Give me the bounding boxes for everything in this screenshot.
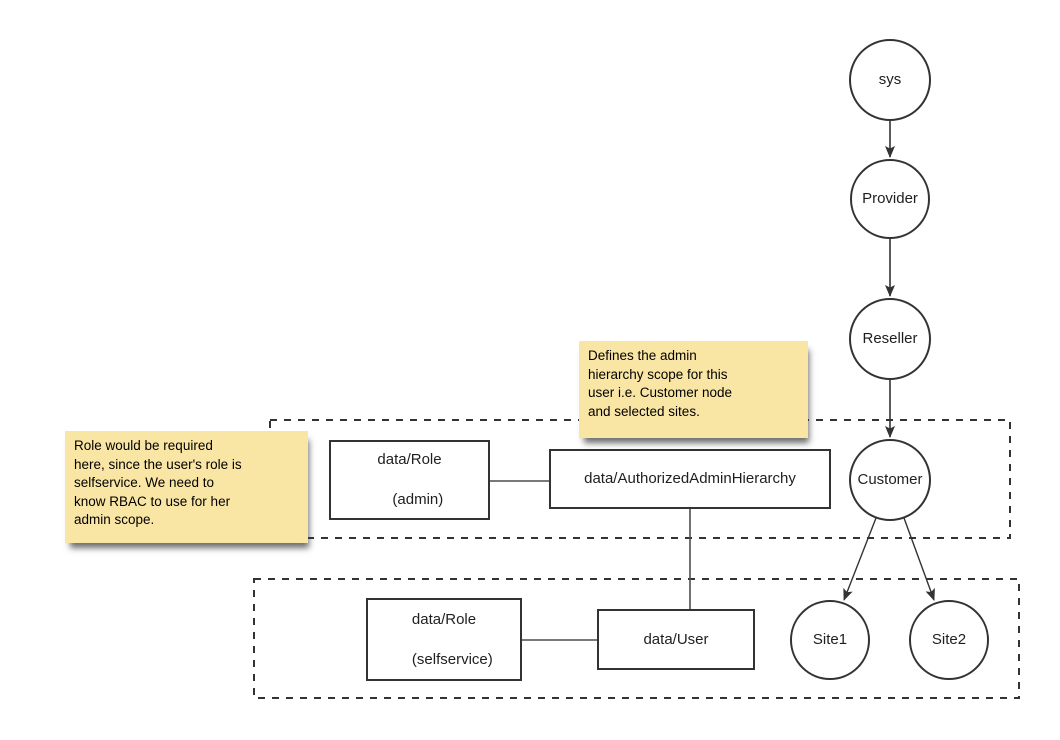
sticky-note-role-required[interactable]: Role would be required here, since the u… — [65, 431, 308, 543]
note-line: user i.e. Customer node — [588, 385, 733, 401]
node-customer-circle[interactable] — [849, 439, 931, 521]
box-authorized-admin-hierarchy[interactable] — [549, 449, 831, 509]
note-line: hierarchy scope for this — [588, 366, 728, 382]
box-user[interactable] — [597, 609, 755, 670]
edge-customer-site1 — [843, 517, 877, 601]
note-line: Role would be required — [74, 438, 213, 453]
note-line: here, since the user's role is — [74, 456, 242, 472]
box-role-admin[interactable] — [329, 440, 490, 520]
sticky-note-admin-hierarchy[interactable]: Defines the admin hierarchy scope for th… — [579, 341, 808, 438]
note-line: admin scope. — [74, 512, 155, 528]
note-line: Defines the admin — [588, 348, 697, 363]
note-line: selfservice. We need to — [74, 475, 215, 491]
node-site1-circle[interactable] — [790, 600, 870, 680]
node-provider-circle[interactable] — [850, 159, 930, 239]
note-line: and selected sites. — [588, 403, 700, 419]
user-scope-group-box — [253, 578, 1020, 699]
box-role-selfservice[interactable] — [366, 598, 522, 681]
edge-customer-site2 — [903, 517, 935, 601]
node-reseller-circle[interactable] — [849, 298, 931, 380]
node-site2-circle[interactable] — [909, 600, 989, 680]
node-sys-circle[interactable] — [849, 39, 931, 121]
note-line: know RBAC to use for her — [74, 493, 231, 509]
